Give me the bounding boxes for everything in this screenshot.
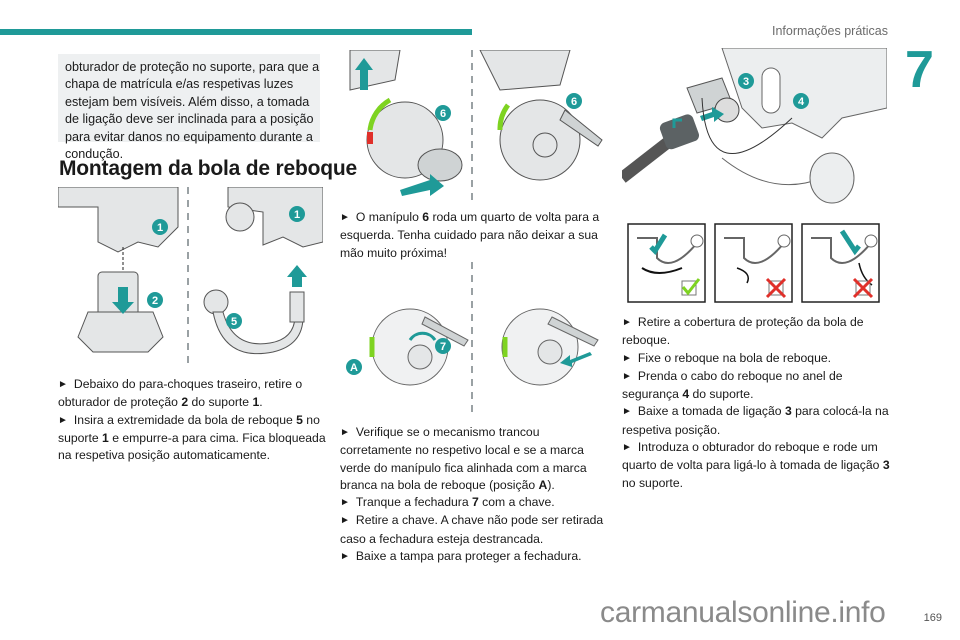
callout-badge: 5 xyxy=(226,313,242,329)
svg-text:A: A xyxy=(350,362,358,374)
step: ►Fixe o reboque na bola de reboque. xyxy=(622,350,832,365)
svg-text:6: 6 xyxy=(440,108,446,120)
running-head: Informações práticas xyxy=(771,24,888,38)
callout-badge: 7 xyxy=(435,338,451,354)
panel-wrong xyxy=(714,223,793,303)
callout-badge: 6 xyxy=(566,93,582,109)
bullet-icon: ► xyxy=(58,379,68,390)
arrow-up-icon xyxy=(287,265,307,287)
instructions-col1: ►Debaixo do para-choques traseiro, retir… xyxy=(58,376,328,464)
arrow-right-icon xyxy=(700,107,724,122)
green-mark xyxy=(497,103,511,131)
arrow-left-icon xyxy=(560,352,592,367)
note-text: obturador de proteção no suporte, para q… xyxy=(65,60,320,162)
illustration-support-right xyxy=(203,187,323,355)
arrow-icon xyxy=(649,233,668,255)
check-icon xyxy=(681,278,701,296)
bullet-icon: ► xyxy=(622,370,632,382)
arrow-down-icon xyxy=(112,287,134,314)
figure-connector: 3 4 xyxy=(622,48,887,204)
bullet-icon: ► xyxy=(622,352,632,364)
bullet-icon: ► xyxy=(58,414,68,426)
step: ►Baixe a tampa para proteger a fechadura… xyxy=(340,549,582,564)
section-title: Montagem da bola de reboque xyxy=(59,157,357,180)
illustration-support-left xyxy=(58,187,179,353)
svg-text:4: 4 xyxy=(798,96,805,108)
bullet-icon: ► xyxy=(622,406,632,418)
watermark: carmanualsonline.info xyxy=(600,596,886,629)
illustration-bracket xyxy=(721,48,887,204)
step: ►Insira a extremidade da bola de reboque… xyxy=(58,412,326,463)
illustration-knob-right xyxy=(479,50,603,181)
instructions-col2-top: ►O manípulo 6 roda um quarto de volta pa… xyxy=(340,209,610,262)
illustration-lock-left xyxy=(371,308,469,386)
bullet-icon: ► xyxy=(622,442,632,454)
bullet-icon: ► xyxy=(340,497,350,509)
chapter-number: 7 xyxy=(905,41,934,99)
note-box: obturador de proteção no suporte, para q… xyxy=(58,54,320,161)
callout-badge: 1 xyxy=(152,219,168,235)
step: ►Tranque a fechadura 7 com a chave. xyxy=(340,495,555,510)
illustration-lock-right xyxy=(501,308,599,386)
step: ►Baixe a tomada de ligação 3 para colocá… xyxy=(622,404,889,437)
figure-lock: A 7 xyxy=(346,262,599,412)
step: ►Debaixo do para-choques traseiro, retir… xyxy=(58,377,303,410)
svg-text:1: 1 xyxy=(294,209,300,221)
bullet-icon: ► xyxy=(622,317,632,328)
svg-text:1: 1 xyxy=(157,222,163,234)
cross-icon xyxy=(765,277,787,299)
arrow-rotate-icon xyxy=(408,331,437,341)
bullet-icon: ► xyxy=(340,551,350,563)
callout-badge: 2 xyxy=(147,292,163,308)
panel-correct xyxy=(627,223,706,303)
header-accent-rule xyxy=(0,29,472,35)
arrow-rotate-icon xyxy=(400,174,444,196)
cross-icon xyxy=(852,277,874,299)
callout-badge: 6 xyxy=(435,105,451,121)
svg-text:7: 7 xyxy=(440,341,446,353)
bullet-icon: ► xyxy=(340,427,350,438)
green-mark xyxy=(367,97,392,131)
arrow-icon xyxy=(839,229,861,256)
svg-text:6: 6 xyxy=(571,96,577,108)
figure-knob-rotation: 6 6 xyxy=(349,50,603,200)
callout-badge: 3 xyxy=(738,73,754,89)
step: ►Retire a cobertura de proteção da bola … xyxy=(622,315,864,348)
step: ►Verifique se o mecanismo trancou corret… xyxy=(340,425,587,492)
step: ►O manípulo 6 roda um quarto de volta pa… xyxy=(340,210,600,260)
figure-cable-check xyxy=(627,223,880,303)
plug-mark xyxy=(672,118,682,128)
svg-text:3: 3 xyxy=(743,76,749,88)
step: ►Prenda o cabo do reboque no anel de seg… xyxy=(622,368,843,402)
callout-badge: 4 xyxy=(793,93,809,109)
step: ►Introduza o obturador do reboque e rode… xyxy=(622,440,890,490)
page-number: 169 xyxy=(923,612,942,624)
arrow-up-icon xyxy=(355,58,373,90)
bullet-icon: ► xyxy=(340,212,350,223)
callout-badge: 1 xyxy=(289,206,305,222)
svg-text:2: 2 xyxy=(152,295,158,307)
instructions-col2-bottom: ►Verifique se o mecanismo trancou corret… xyxy=(340,424,610,566)
bullet-icon: ► xyxy=(340,515,350,527)
callout-badge: A xyxy=(346,359,362,375)
figure-towball-insertion: 1 2 1 5 xyxy=(58,187,323,367)
red-mark xyxy=(367,132,373,144)
instructions-col3: ►Retire a cobertura de proteção da bola … xyxy=(622,314,894,492)
step: ►Retire a chave. A chave não pode ser re… xyxy=(340,513,604,546)
panel-wrong xyxy=(801,223,880,303)
illustration-plug xyxy=(622,114,700,183)
svg-text:5: 5 xyxy=(231,316,237,328)
safety-cable xyxy=(701,97,793,155)
